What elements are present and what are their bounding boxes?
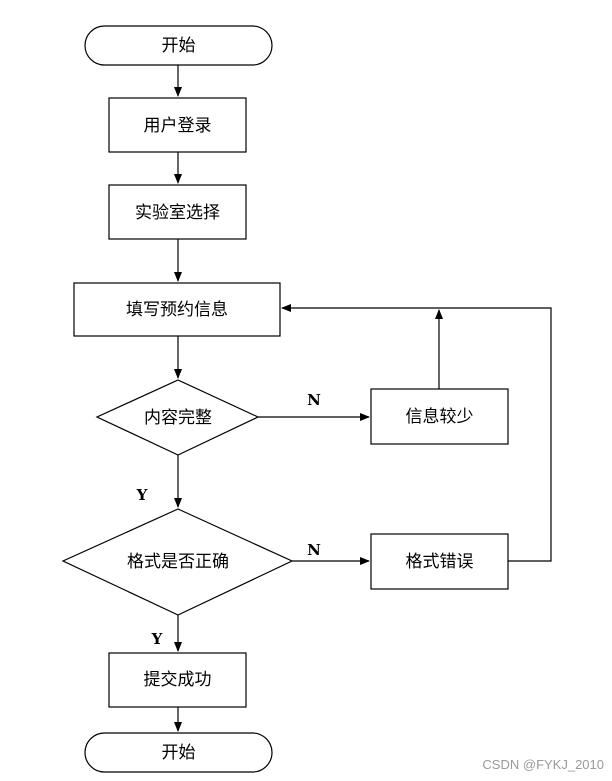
complete-decision: 内容完整 [95,379,260,456]
complete-no-label: N [307,391,321,409]
login-process: 用户登录 [108,97,247,153]
format-error-label: 格式错误 [406,552,474,572]
info-less-label: 信息较少 [406,407,474,427]
complete-decision-label: 内容完整 [144,408,212,428]
login-label: 用户登录 [144,116,212,136]
end-terminator: 开始 [84,732,273,773]
connectors [174,65,552,732]
format-error-process: 格式错误 [370,533,509,590]
end-label: 开始 [162,743,196,763]
complete-yes-label: Y [136,486,148,504]
fill-info-label: 填写预约信息 [126,300,228,320]
lab-select-label: 实验室选择 [135,203,220,223]
format-decision: 格式是否正确 [61,508,294,616]
watermark-text: CSDN @FYKJ_2010 [482,757,604,772]
arrow-error-to-fill [281,304,552,562]
format-yes-label: Y [151,630,163,648]
format-no-label: N [307,541,321,559]
start-label: 开始 [162,36,196,56]
format-decision-label: 格式是否正确 [127,552,229,572]
fill-info-process: 填写预约信息 [73,282,281,337]
info-less-process: 信息较少 [370,388,509,445]
start-terminator: 开始 [84,25,273,66]
submit-process: 提交成功 [108,652,247,708]
lab-select-process: 实验室选择 [108,184,247,240]
submit-label: 提交成功 [144,670,212,690]
